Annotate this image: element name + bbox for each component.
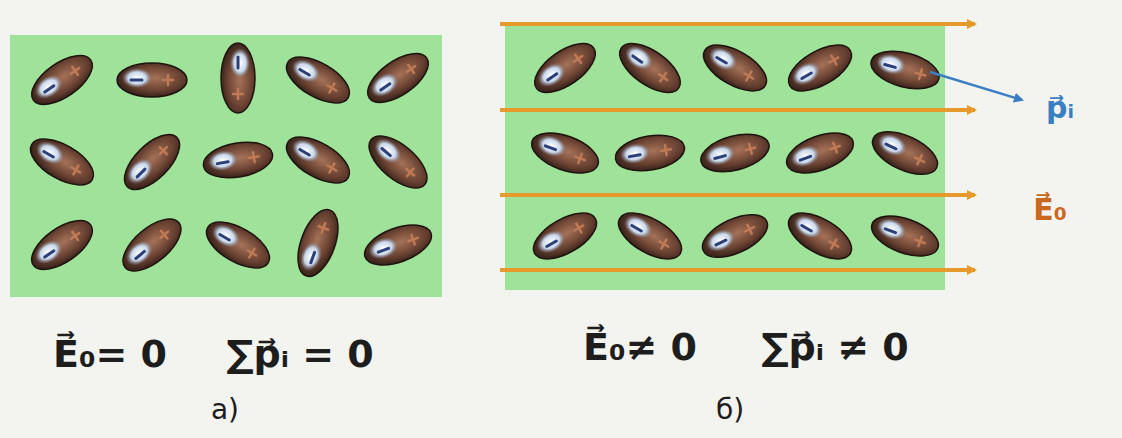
random-dipoles xyxy=(23,43,437,282)
panel-label: б) xyxy=(716,393,744,427)
dielectric-slab xyxy=(505,22,945,290)
dipole-sum: ∑p⃗ᵢ ≠ 0 xyxy=(761,325,909,371)
dipole-sum: ∑p⃗ᵢ = 0 xyxy=(226,332,374,378)
vector-label: p⃗ᵢ xyxy=(1046,90,1074,126)
field-condition: E⃗₀≠ 0 xyxy=(583,325,697,371)
aligned-dipoles xyxy=(526,34,944,268)
field-condition: E⃗₀= 0 xyxy=(53,332,167,378)
dipole-moment-arrow xyxy=(930,72,1022,100)
field-lines xyxy=(500,24,975,270)
vector-label: E⃗₀ xyxy=(1033,192,1067,228)
panel-label: а) xyxy=(211,393,239,427)
dielectric-slab xyxy=(10,35,442,297)
